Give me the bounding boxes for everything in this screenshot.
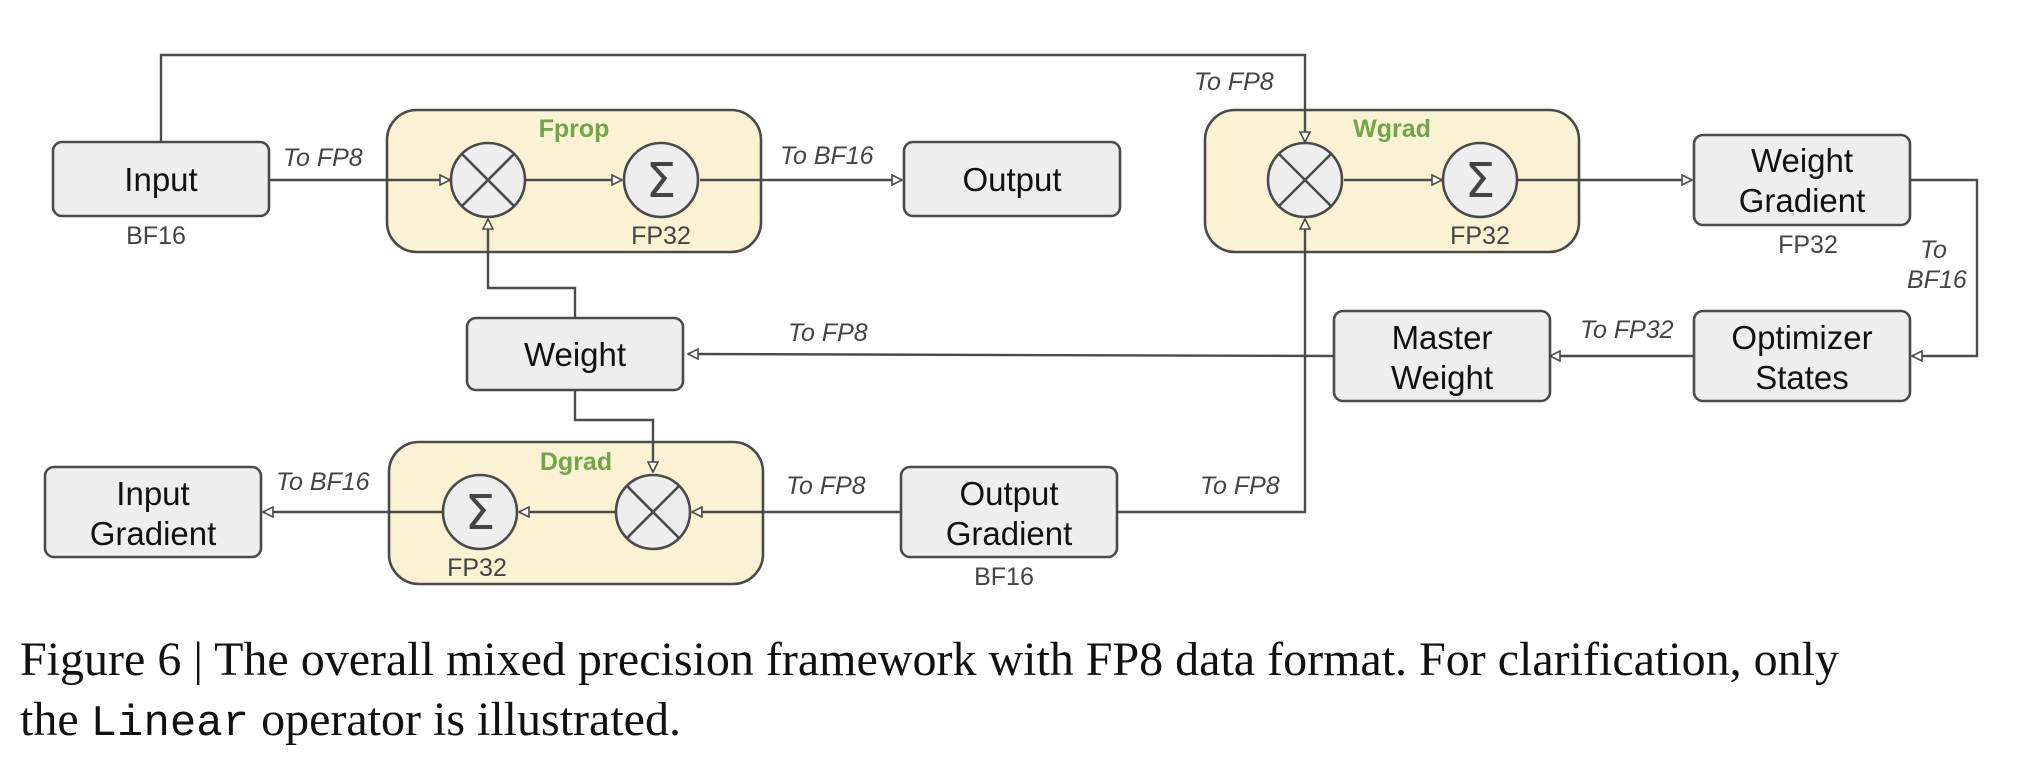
optimizer-to-master-label: To FP32 xyxy=(1580,316,1674,344)
fprop-sum-operator: Σ xyxy=(622,141,700,219)
output-gradient-to-wgrad-label: To FP8 xyxy=(1200,472,1280,500)
output-box: Output xyxy=(902,140,1122,218)
weight-gradient-label-line1: Weight xyxy=(1751,142,1853,179)
fprop-to-output-label: To BF16 xyxy=(780,142,874,170)
output-gradient-precision-label: BF16 xyxy=(974,563,1034,591)
input-precision-label: BF16 xyxy=(126,222,186,250)
master-to-weight-label: To FP8 xyxy=(788,319,868,347)
precision-labels: BF16 FP32 FP32 FP32 FP32 BF16 xyxy=(126,222,1838,591)
wgrad-sum-operator: Σ xyxy=(1441,141,1519,219)
connections xyxy=(159,53,1979,514)
output-gradient-box: Output Gradient xyxy=(899,465,1119,559)
input-gradient-label-line2: Gradient xyxy=(90,515,217,552)
weight-gradient-label-line2: Gradient xyxy=(1739,182,1866,219)
wgrad-title: Wgrad xyxy=(1353,115,1431,143)
fprop-title: Fprop xyxy=(539,115,610,143)
dgrad-sum-symbol: Σ xyxy=(465,485,495,541)
output-gradient-label-line2: Gradient xyxy=(946,515,1073,552)
input-box: Input xyxy=(51,140,271,218)
weight-box: Weight xyxy=(465,316,685,392)
fprop-sum-precision-label: FP32 xyxy=(631,222,691,250)
weight-gradient-to-optimizer-label-line2: BF16 xyxy=(1907,266,1967,294)
weight-gradient-box: Weight Gradient xyxy=(1692,133,1912,227)
caption-line-2: the Linear operator is illustrated. xyxy=(20,690,2020,754)
fprop-multiply-operator xyxy=(449,141,527,219)
master-weight-label-line2: Weight xyxy=(1391,359,1493,396)
wgrad-sum-precision-label: FP32 xyxy=(1450,222,1510,250)
input-label: Input xyxy=(124,161,197,198)
wire-input-to-wgrad xyxy=(159,53,1305,142)
edge-labels: To FP8 To BF16 To FP8 To BF16 To FP32 To… xyxy=(276,68,1967,500)
input-gradient-box: Input Gradient xyxy=(43,465,263,559)
input-gradient-label-line1: Input xyxy=(116,475,189,512)
wire-weight-gradient-to-optimizer xyxy=(1910,178,1979,356)
wire-weight-to-dgrad xyxy=(573,390,653,472)
dgrad-multiply-operator xyxy=(614,473,692,551)
weight-gradient-to-optimizer-label-line1: To xyxy=(1920,236,1947,264)
caption-line-1: Figure 6 | The overall mixed precision f… xyxy=(20,633,1839,686)
figure-caption: Figure 6 | The overall mixed precision f… xyxy=(20,630,2020,754)
dgrad-title: Dgrad xyxy=(540,448,612,476)
master-weight-box: Master Weight xyxy=(1332,309,1552,403)
optimizer-states-label-line1: Optimizer xyxy=(1731,319,1872,356)
output-label: Output xyxy=(962,161,1061,198)
mixed-precision-diagram: Fprop Wgrad Dgrad xyxy=(43,53,1979,591)
optimizer-states-box: Optimizer States xyxy=(1692,309,1912,403)
caption-prefix: the xyxy=(20,693,91,746)
optimizer-states-label-line2: States xyxy=(1755,359,1849,396)
dgrad-sum-operator: Σ xyxy=(441,473,519,551)
dgrad-sum-precision-label: FP32 xyxy=(447,554,507,582)
caption-code-word: Linear xyxy=(90,699,250,749)
wire-output-gradient-to-wgrad xyxy=(1117,219,1305,514)
caption-suffix: operator is illustrated. xyxy=(249,693,681,746)
input-to-fprop-label: To FP8 xyxy=(283,144,363,172)
dgrad-to-input-gradient-label: To BF16 xyxy=(276,468,370,496)
fprop-sum-symbol: Σ xyxy=(646,153,676,209)
wgrad-multiply-operator xyxy=(1266,141,1344,219)
wire-weight-to-fprop xyxy=(488,219,577,318)
master-weight-label-line1: Master xyxy=(1392,319,1493,356)
output-gradient-to-dgrad-label: To FP8 xyxy=(786,472,866,500)
weight-gradient-precision-label: FP32 xyxy=(1778,231,1838,259)
output-gradient-label-line1: Output xyxy=(959,475,1058,512)
wire-master-to-weight xyxy=(688,354,1335,356)
weight-label: Weight xyxy=(524,336,626,373)
wgrad-sum-symbol: Σ xyxy=(1465,153,1495,209)
input-to-wgrad-label: To FP8 xyxy=(1194,68,1274,96)
